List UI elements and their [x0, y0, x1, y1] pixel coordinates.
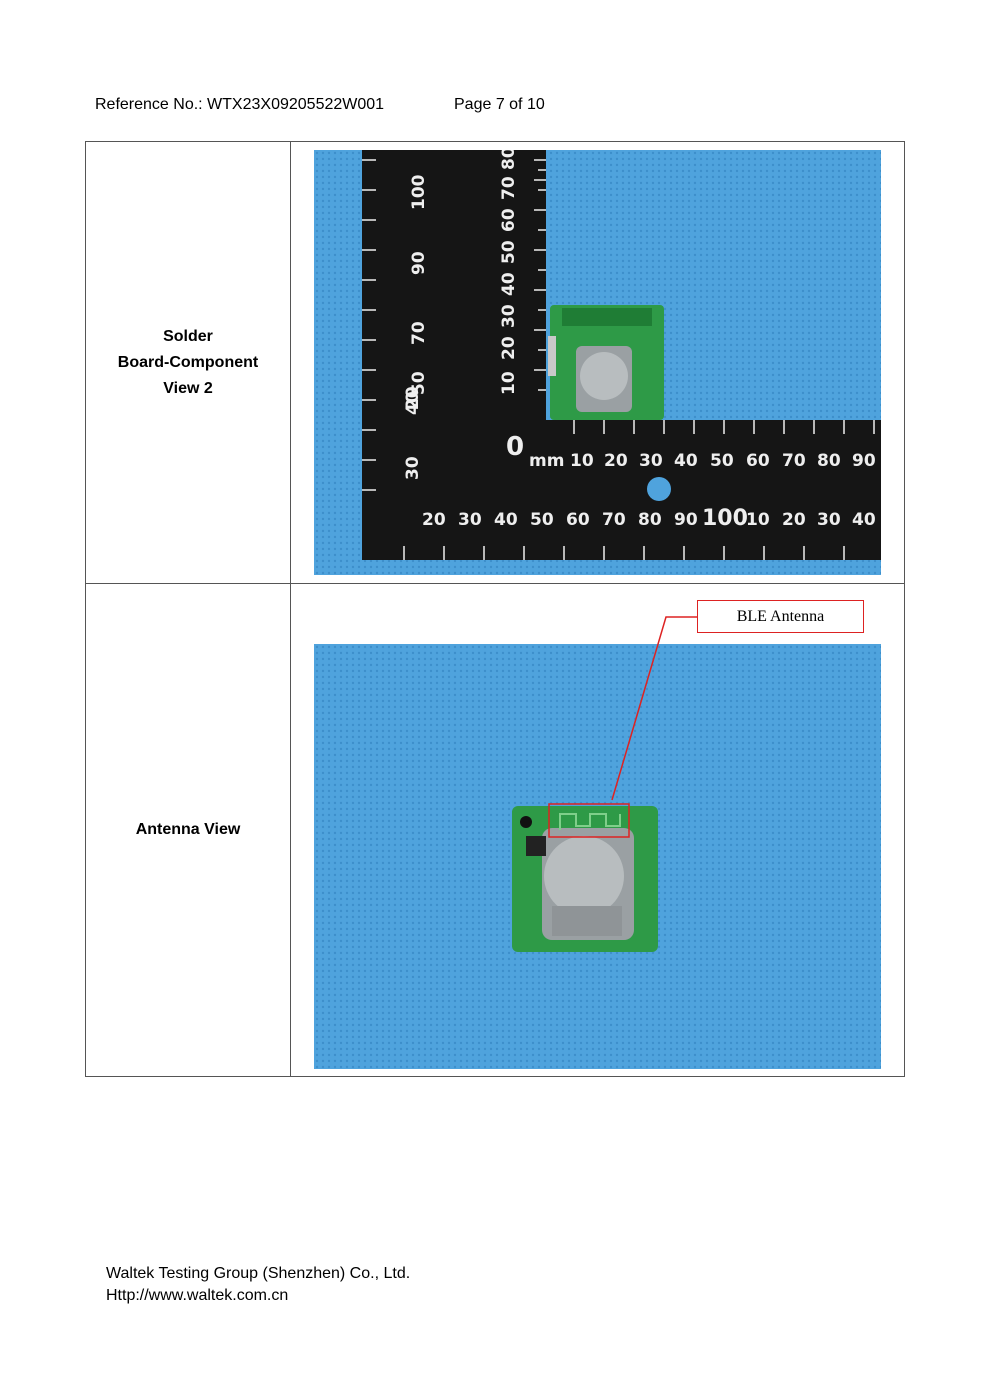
ruler-pcb-image: 20 30 40 50 70 90 100 10 20 30 40 50 60	[314, 150, 881, 575]
ruler-number: 10	[499, 371, 519, 395]
svg-text:40: 40	[403, 391, 423, 415]
ruler-number: 10	[570, 451, 594, 471]
ruler-unit: mm	[529, 451, 564, 471]
label-line: Antenna View	[135, 820, 241, 838]
ruler-vertical-numbers: 20 30 40	[403, 386, 423, 480]
row-label-antenna-view: Antenna View	[136, 817, 241, 843]
reference-number: Reference No.: WTX23X09205522W001	[95, 96, 385, 113]
label-line: View 2	[163, 379, 213, 397]
ruler-number: 80	[817, 451, 841, 471]
ruler-number: 80	[638, 510, 662, 530]
label-cell: Solder Board-Component View 2	[86, 142, 291, 583]
callout-label: BLE Antenna	[736, 607, 825, 625]
label-line: Solder	[163, 327, 213, 345]
photo-table: Solder Board-Component View 2	[85, 141, 905, 1077]
ruler-number: 90	[852, 451, 876, 471]
ruler-number: 70	[602, 510, 626, 530]
ruler-number: 50	[499, 240, 519, 264]
ruler-number: 100	[702, 506, 748, 531]
ruler-number: 30	[639, 451, 663, 471]
svg-text:20: 20	[403, 386, 423, 410]
ruler-number: 60	[566, 510, 590, 530]
row-label-solder-board-view-2: Solder Board-Component View 2	[118, 324, 258, 402]
label-line: Board-Component	[117, 353, 259, 371]
ruler-number: 70	[499, 176, 519, 200]
ruler-zero: 0	[506, 432, 524, 462]
solder-board-photo: 20 30 40 50 70 90 100 10 20 30 40 50 60	[314, 150, 881, 575]
ruler-number: 60	[746, 451, 770, 471]
antenna-photo	[314, 644, 881, 1069]
page-number: Page 7 of 10	[454, 96, 545, 113]
page-footer: Waltek Testing Group (Shenzhen) Co., Ltd…	[106, 1263, 410, 1307]
ruler-number: 30	[458, 510, 482, 530]
label-cell: Antenna View	[86, 583, 291, 1076]
pcb-board	[548, 305, 664, 420]
pcb-board	[512, 806, 658, 952]
ruler-number: 20	[782, 510, 806, 530]
ruler-number: 20	[604, 451, 628, 471]
svg-text:30: 30	[403, 456, 423, 480]
ruler-number: 100	[409, 174, 429, 210]
ble-antenna-trace	[559, 813, 621, 830]
antenna-pcb-image	[314, 644, 881, 1069]
ruler-number: 10	[746, 510, 770, 530]
ruler-number: 20	[499, 336, 519, 360]
ruler-number: 40	[499, 272, 519, 296]
ruler-number: 30	[499, 304, 519, 328]
ruler-number: 90	[674, 510, 698, 530]
ruler-number: 40	[674, 451, 698, 471]
antenna-highlight-box	[548, 803, 630, 838]
ruler-number: 70	[409, 321, 429, 345]
ble-antenna-callout: BLE Antenna	[697, 600, 864, 633]
ruler-number: 60	[499, 208, 519, 232]
photo-cell: 20 30 40 50 70 90 100 10 20 30 40 50 60	[291, 142, 904, 583]
ruler-number: 40	[494, 510, 518, 530]
company-name: Waltek Testing Group (Shenzhen) Co., Ltd…	[106, 1265, 411, 1282]
ruler-number: 20	[422, 510, 446, 530]
table-row: Antenna View	[86, 583, 904, 1076]
ruler-number: 50	[710, 451, 734, 471]
ruler-number: 30	[817, 510, 841, 530]
ruler-number: 70	[782, 451, 806, 471]
ruler-number: 50	[530, 510, 554, 530]
ruler-number: 50	[409, 371, 429, 395]
photo-cell	[291, 583, 904, 1076]
ruler-number: 80	[499, 150, 519, 170]
ruler-number: 40	[852, 510, 876, 530]
table-row: Solder Board-Component View 2	[86, 142, 904, 584]
ruler-number: 90	[409, 251, 429, 275]
company-url: Http://www.waltek.com.cn	[106, 1287, 289, 1304]
